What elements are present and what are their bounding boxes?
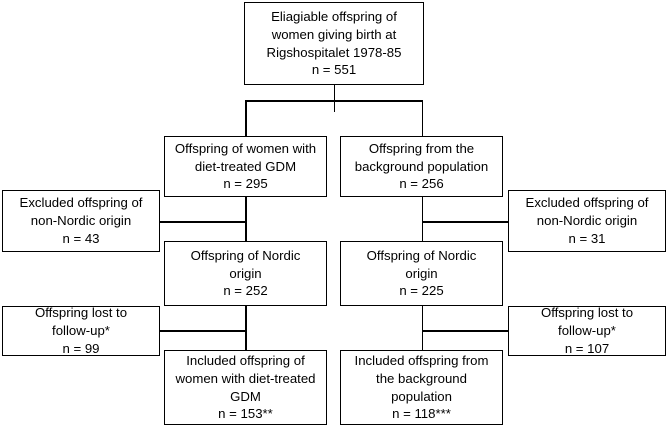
connector-right-spine-lower xyxy=(421,305,424,351)
node-lost-left: Offspring lost to follow-up* n = 99 xyxy=(2,305,160,356)
node-gdm-line1: Offspring of women with xyxy=(174,140,317,156)
node-background-offspring: Offspring from the background population… xyxy=(340,136,503,197)
node-lost-right-line2: follow-up* xyxy=(558,323,616,339)
connector-eligible-stem xyxy=(333,84,336,112)
node-nordic-right-line1: Offspring of Nordic xyxy=(366,247,477,263)
node-gdm-offspring: Offspring of women with diet-treated GDM… xyxy=(164,136,327,197)
connector-right-spine-upper xyxy=(421,196,424,242)
node-background-line1: Offspring from the xyxy=(368,140,475,156)
connector-to-background xyxy=(421,100,424,137)
connector-arm-lost-right xyxy=(421,330,509,332)
node-nordic-left-line2: origin xyxy=(229,265,262,281)
node-included-left-line3: GDM xyxy=(230,388,261,404)
node-excluded-left-line2: non-Nordic origin xyxy=(30,213,132,229)
node-gdm-line2: diet-treated GDM xyxy=(194,158,297,174)
node-eligible-line1: Eliagiable offspring of xyxy=(271,9,397,25)
connector-arm-excluded-left xyxy=(159,221,246,223)
node-background-count: n = 256 xyxy=(399,176,444,192)
node-lost-right-line1: Offspring lost to xyxy=(540,305,634,321)
node-included-left-count: n = 153** xyxy=(218,406,273,422)
node-included-right-line3: population xyxy=(391,388,452,404)
connector-left-spine-upper xyxy=(245,196,247,242)
node-lost-left-line1: Offspring lost to xyxy=(34,305,128,321)
node-included-right-count: n = 118*** xyxy=(392,406,451,422)
connector-arm-excluded-right xyxy=(421,221,509,223)
node-excluded-right-count: n = 31 xyxy=(568,230,606,246)
node-included-left-line1: Included offspring of xyxy=(186,353,305,369)
node-included-right-line1: Included offspring from xyxy=(354,353,489,369)
node-lost-right: Offspring lost to follow-up* n = 107 xyxy=(508,305,666,356)
node-eligible-line3: Rigshospitalet 1978-85 xyxy=(266,44,402,60)
node-excluded-right: Excluded offspring of non-Nordic origin … xyxy=(508,190,666,252)
connector-arm-lost-left xyxy=(159,330,246,332)
node-included-right-line2: the background xyxy=(376,370,467,386)
node-excluded-right-line1: Excluded offspring of xyxy=(525,195,649,211)
node-nordic-right-count: n = 225 xyxy=(399,283,444,299)
node-eligible-count: n = 551 xyxy=(311,62,357,78)
node-background-line2: background population xyxy=(354,158,489,174)
node-gdm-count: n = 295 xyxy=(223,176,268,192)
node-eligible-offspring: Eliagiable offspring of women giving bir… xyxy=(244,2,424,85)
node-nordic-left-line1: Offspring of Nordic xyxy=(190,247,301,263)
node-excluded-left-line1: Excluded offspring of xyxy=(19,195,143,211)
connector-to-gdm xyxy=(245,100,247,137)
node-nordic-left-count: n = 252 xyxy=(223,283,268,299)
node-excluded-right-line2: non-Nordic origin xyxy=(536,213,638,229)
node-nordic-right: Offspring of Nordic origin n = 225 xyxy=(340,241,503,306)
node-nordic-right-line2: origin xyxy=(405,265,438,281)
node-included-left-line2: women with diet-treated xyxy=(175,370,316,386)
node-nordic-left: Offspring of Nordic origin n = 252 xyxy=(164,241,327,306)
node-included-left: Included offspring of women with diet-tr… xyxy=(164,350,327,425)
node-lost-left-line2: follow-up* xyxy=(52,323,110,339)
node-eligible-line2: women giving birth at xyxy=(271,26,397,42)
connector-split-bar xyxy=(245,100,423,102)
node-excluded-left-count: n = 43 xyxy=(62,230,100,246)
node-included-right: Included offspring from the background p… xyxy=(340,350,503,425)
connector-left-spine-lower xyxy=(245,305,247,351)
node-lost-left-count: n = 99 xyxy=(62,340,100,356)
node-excluded-left: Excluded offspring of non-Nordic origin … xyxy=(2,190,160,252)
node-lost-right-count: n = 107 xyxy=(564,340,610,356)
